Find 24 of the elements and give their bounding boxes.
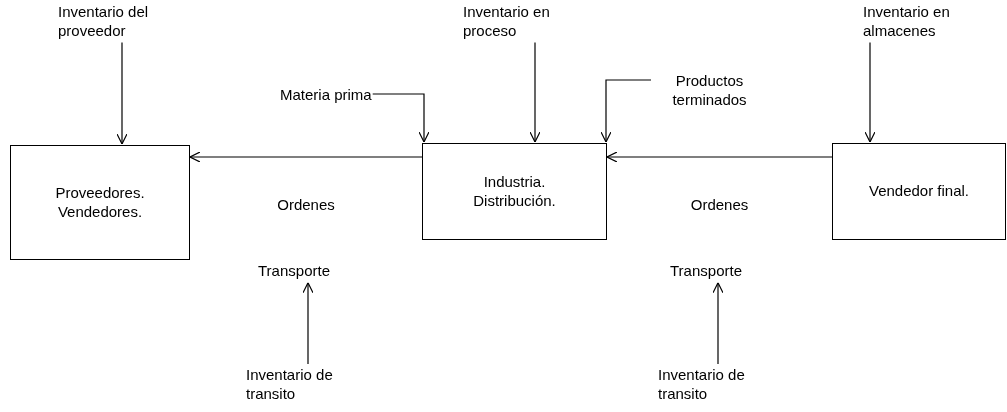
node-label: Inventario del proveedor [58,3,188,41]
process-box [422,143,607,240]
arrow [712,282,724,365]
arrow [189,151,423,163]
node-label: Transporte [670,262,742,281]
arrow [864,41,876,143]
arrow [302,282,314,365]
node-label: Productos terminados [652,72,767,110]
arrow [372,93,430,143]
node-label: Inventario de transito [246,366,366,404]
box-text: Industria. Distribución. [472,172,557,211]
node-label: Inventario en proceso [463,3,593,41]
node-label: Materia prima [280,86,372,105]
process-box [10,145,190,260]
box-text: Vendedor final. [868,182,970,201]
arrow [600,79,652,143]
node-label: Transporte [258,262,330,281]
box-text: Proveedores. Vendedores. [54,183,146,222]
node-label: Inventario de transito [658,366,778,404]
arrow [529,41,541,143]
arrow [116,41,128,145]
node-label: Inventario en almacenes [863,3,998,41]
arrow [606,151,833,163]
process-box [832,143,1006,240]
